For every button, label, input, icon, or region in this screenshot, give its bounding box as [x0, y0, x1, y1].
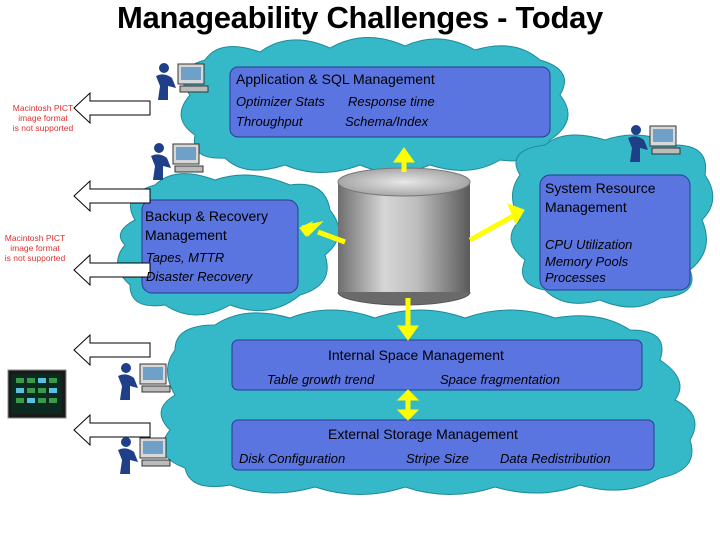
pict-notice-line: Macintosh PICT [12, 103, 74, 113]
backup-heading: Backup & Recovery [145, 208, 268, 224]
box-application [229, 66, 551, 138]
system-resource-heading: Management [545, 199, 627, 215]
pict-notice-1: Macintosh PICT image format is not suppo… [10, 103, 76, 133]
box-backup [141, 199, 299, 294]
internal-space-heading: Internal Space Management [328, 347, 504, 363]
slide-title: Manageability Challenges - Today [117, 0, 603, 35]
box-external-storage [231, 419, 655, 471]
left-arrow-2 [73, 179, 151, 213]
database-cylinder-icon [337, 167, 471, 306]
user-computer-icon [118, 363, 171, 400]
application-detail: Response time [348, 94, 435, 109]
user-computer-icon [156, 63, 209, 100]
system-resource-heading: System Resource [545, 180, 656, 196]
pict-notice-line: is not supported [4, 253, 66, 263]
external-storage-detail: Disk Configuration [239, 451, 346, 466]
pict-notice-2: Macintosh PICT image format is not suppo… [0, 233, 70, 263]
left-arrows [73, 91, 151, 447]
system-resource-detail: CPU Utilization [545, 237, 633, 252]
pict-notice-line: Macintosh PICT [4, 233, 66, 243]
left-arrow-3 [73, 253, 151, 287]
application-heading: Application & SQL Management [236, 71, 435, 87]
application-detail: Optimizer Stats [236, 94, 325, 109]
user-computer-icon [628, 125, 681, 162]
box-internal-space [231, 339, 643, 391]
backup-detail: Tapes, MTTR [146, 250, 225, 265]
left-arrow-4 [73, 333, 151, 367]
system-resource-detail: Processes [545, 270, 606, 285]
external-storage-detail: Data Redistribution [500, 451, 611, 466]
system-resource-detail: Memory Pools [545, 254, 629, 269]
box-system-resource [539, 174, 691, 291]
application-detail: Throughput [236, 114, 303, 129]
monitor-dashboard-icon [7, 369, 67, 419]
user-computer-icon [118, 437, 171, 474]
external-storage-detail: Stripe Size [406, 451, 469, 466]
internal-space-detail: Table growth trend [267, 372, 375, 387]
backup-heading: Management [145, 227, 227, 243]
left-arrow-5 [73, 413, 151, 447]
pict-notice-line: is not supported [12, 123, 74, 133]
yellow-arrows [299, 147, 525, 421]
internal-space-detail: Space fragmentation [440, 372, 560, 387]
application-detail: Schema/Index [345, 114, 429, 129]
external-storage-heading: External Storage Management [328, 426, 518, 442]
user-computer-icon [151, 143, 204, 180]
pict-notice-line: image format [18, 113, 68, 123]
pict-notice-line: image format [10, 243, 60, 253]
left-arrow-1 [73, 91, 151, 125]
backup-detail: Disaster Recovery [146, 269, 253, 284]
